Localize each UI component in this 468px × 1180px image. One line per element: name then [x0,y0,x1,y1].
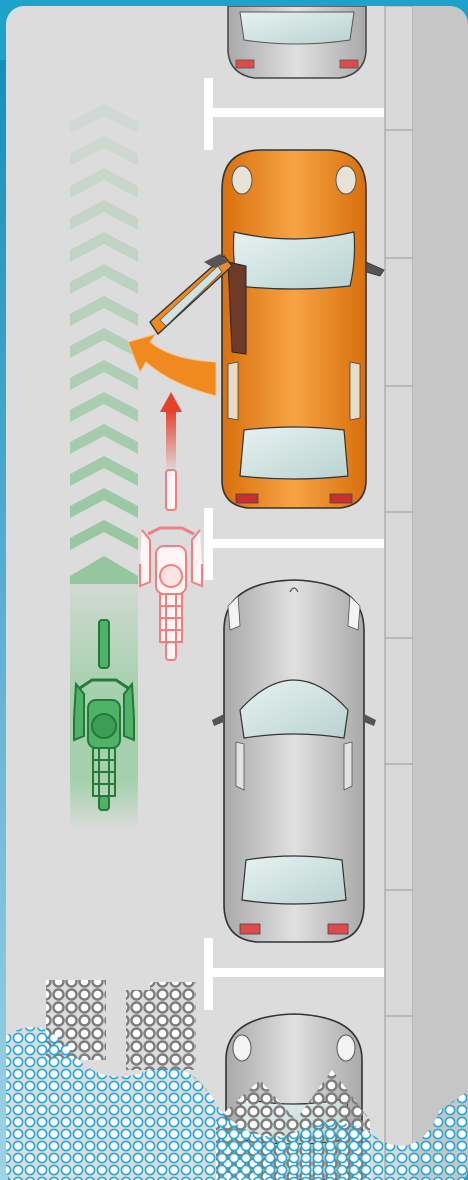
sidewalk [413,6,468,1180]
curb [385,6,413,1180]
parked-car-icon [212,580,376,942]
parked-car-icon [228,6,366,78]
